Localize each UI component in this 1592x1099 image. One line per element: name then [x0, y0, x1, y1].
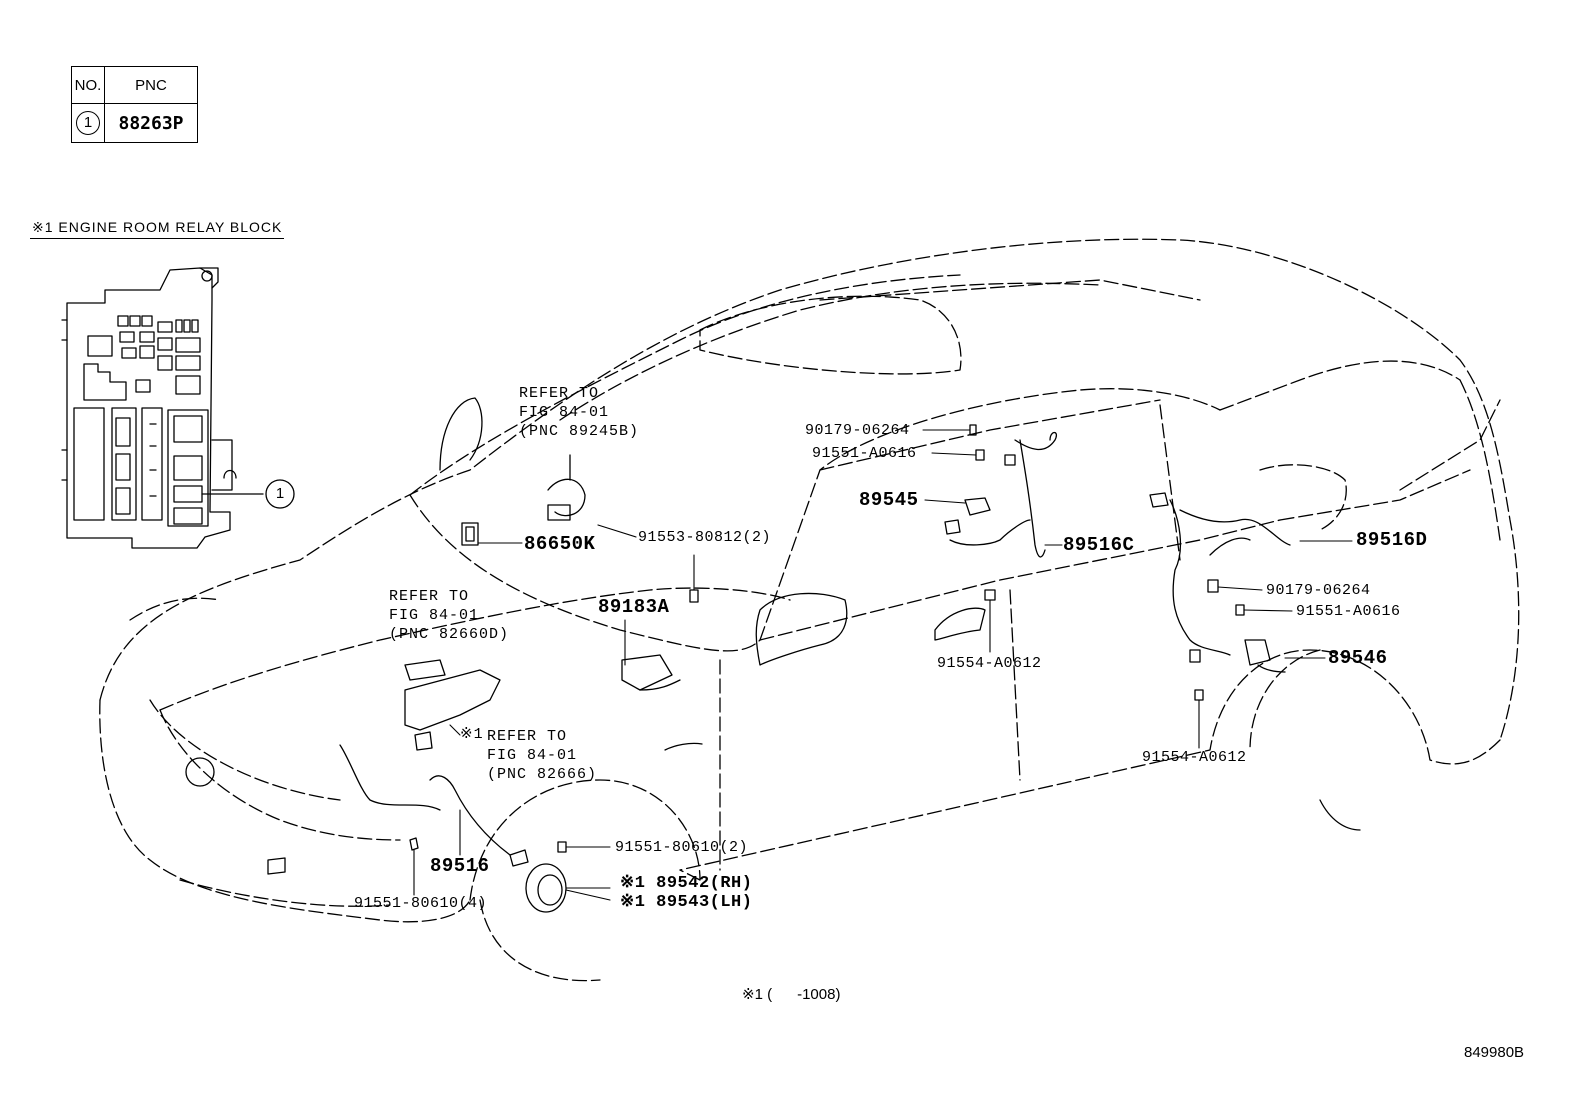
row-pnc[interactable]: 88263P	[104, 103, 198, 143]
part-89516[interactable]: 89516	[430, 855, 490, 877]
part-89542-rh[interactable]: ※1 89542(RH)	[620, 874, 753, 893]
part-89546[interactable]: 89546	[1328, 647, 1388, 669]
part-91551-A0616-b[interactable]: 91551-A0616	[1296, 603, 1401, 620]
col-pnc-header: PNC	[104, 66, 198, 104]
car-details	[185, 397, 1361, 875]
part-86650K[interactable]: 86650K	[524, 533, 596, 555]
refer-line: (PNC 89245B)	[519, 423, 640, 440]
refer-line: FIG 84-01	[519, 404, 610, 421]
col-no-header: NO.	[71, 66, 105, 104]
refer-to-mark: ※1	[460, 726, 484, 743]
part-91551-80610-4[interactable]: 91551-80610(4)	[354, 895, 488, 912]
part-89545[interactable]: 89545	[859, 489, 919, 511]
refer-to-82666[interactable]: REFER TO FIG 84-01 (PNC 82666)	[487, 727, 597, 784]
car-outline	[99, 238, 1520, 982]
refer-line: FIG 84-01	[487, 747, 578, 764]
part-91554-A0612-a[interactable]: 91554-A0612	[937, 655, 1042, 672]
diagram-id: 849980B	[1464, 1044, 1525, 1061]
part-89183A[interactable]: 89183A	[598, 596, 670, 618]
relay-block-title: ※1 ENGINE ROOM RELAY BLOCK	[30, 220, 285, 239]
parts-sketches	[339, 424, 1291, 913]
part-89516D[interactable]: 89516D	[1356, 529, 1428, 551]
part-91551-80610-2[interactable]: 91551-80610(2)	[615, 839, 749, 856]
leader-lines	[413, 429, 1353, 901]
pnc-table-header: NO. PNC	[71, 66, 198, 104]
table-row: 1 88263P	[71, 103, 198, 143]
part-91554-A0612-b[interactable]: 91554-A0612	[1142, 749, 1247, 766]
part-90179-06264-b[interactable]: 90179-06264	[1266, 582, 1371, 599]
footnote: ※1 ( -1008)	[742, 986, 841, 1003]
pnc-table: NO. PNC 1 88263P	[71, 66, 198, 143]
refer-line: REFER TO	[487, 728, 568, 745]
refer-line: REFER TO	[519, 385, 600, 402]
part-89543-lh[interactable]: ※1 89543(LH)	[620, 893, 753, 912]
refer-line: FIG 84-01	[389, 607, 480, 624]
part-91551-A0616-a[interactable]: 91551-A0616	[812, 445, 917, 462]
relay-block-illustration	[61, 267, 295, 549]
refer-line: (PNC 82666)	[487, 766, 598, 783]
relay-callout-number: 1	[275, 485, 285, 502]
refer-to-82660D[interactable]: REFER TO FIG 84-01 (PNC 82660D)	[389, 587, 509, 644]
part-91553-80812[interactable]: 91553-80812(2)	[638, 529, 772, 546]
row-no: 1	[76, 111, 100, 135]
refer-line: REFER TO	[389, 588, 470, 605]
part-89516C[interactable]: 89516C	[1063, 534, 1135, 556]
refer-line: (PNC 82660D)	[389, 626, 510, 643]
part-90179-06264-a[interactable]: 90179-06264	[805, 422, 910, 439]
refer-to-89245B[interactable]: REFER TO FIG 84-01 (PNC 89245B)	[519, 384, 639, 441]
